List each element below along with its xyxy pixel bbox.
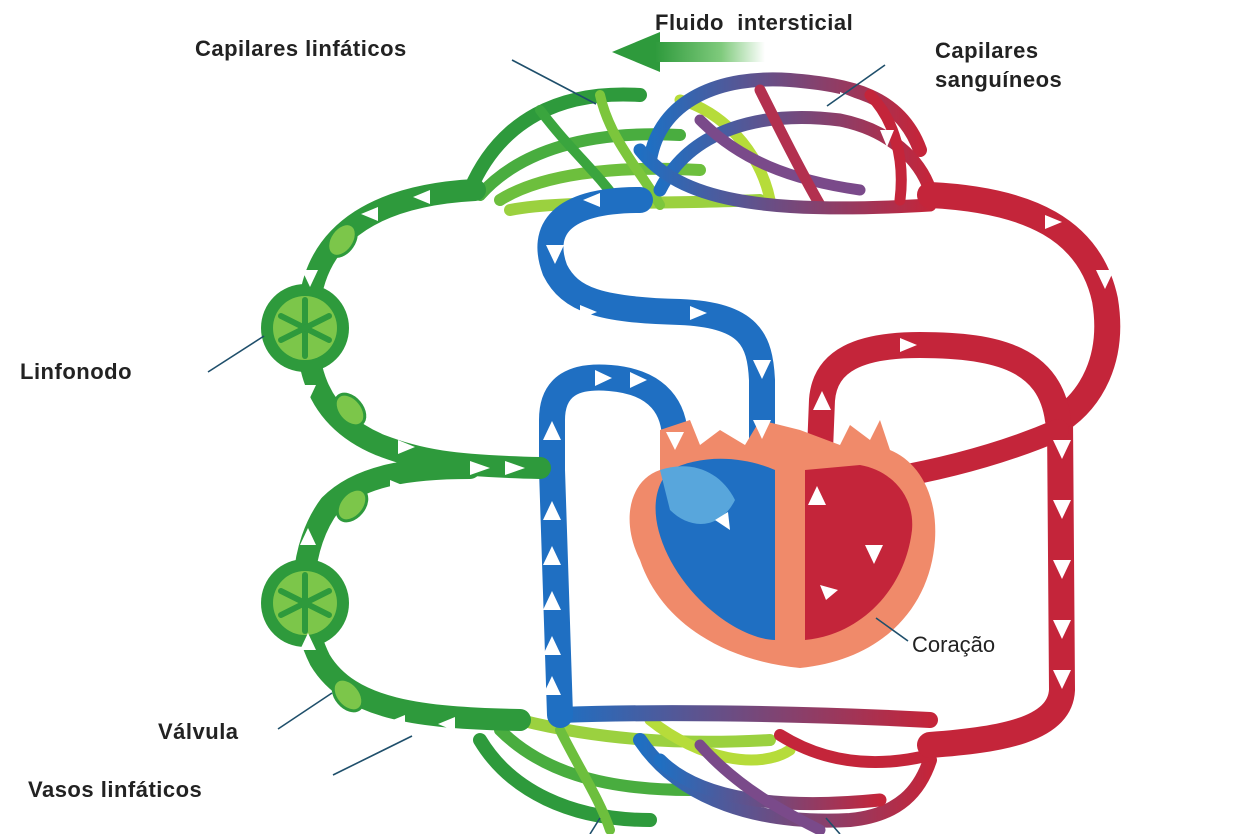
flow-arrow-icon [543,636,561,655]
flow-arrow-icon [300,633,316,650]
flow-arrow-icon [1045,215,1062,229]
label-capilares-sanguineos-line1: Capilares [935,38,1039,63]
flow-arrow-icon [398,440,415,454]
flow-arrow-icon [666,432,684,450]
label-coracao: Coração [912,632,995,657]
top-blood-capillaries [633,72,937,215]
valve-icon [331,677,365,713]
flow-arrow-icon [1053,560,1071,579]
bottom-capillary-bed [473,705,938,834]
flow-arrow-icon [543,501,561,520]
flow-arrow-icon [583,193,600,207]
flow-arrow-icon [840,92,857,106]
flow-arrows [300,92,1114,731]
flow-arrow-icon [1053,440,1071,459]
flow-arrow-icon [630,372,647,388]
flow-arrow-icon [543,421,561,440]
flow-arrow-icon [300,385,316,402]
leader-lines [207,59,909,834]
flow-arrow-icon [880,130,894,147]
lymphatic-vessels [292,179,551,731]
lymph-node-upper [261,284,349,372]
valve-icons [326,222,369,713]
label-capilares-sanguineos-line2: sanguíneos [935,67,1062,92]
flow-arrow-icon [900,338,917,352]
flow-arrow-icon [438,717,455,731]
label-linfonodo: Linfonodo [20,359,132,384]
flow-arrow-icon [865,545,883,564]
flow-arrow-icon [1053,670,1071,689]
flow-arrow-icon [715,512,730,530]
valve-icon [335,487,369,523]
flow-arrow-icon [300,528,316,545]
flow-arrow-icon [690,306,707,320]
flow-arrow-icon [390,480,407,494]
flow-arrow-icon [813,391,831,410]
heart-illustration [629,420,936,668]
flow-arrow-icon [820,585,838,600]
flow-arrow-icon [302,270,318,287]
valve-icon [333,392,367,428]
flow-arrow-icon [543,676,561,695]
flow-arrow-icon [1096,270,1114,289]
flow-arrow-icon [595,370,612,386]
flow-arrow-icon [580,305,597,319]
label-fluido-intersticial: Fluido intersticial [655,10,853,35]
flow-arrow-icon [505,461,525,475]
interstitial-fluid-arrow [612,32,765,72]
flow-arrow-icon [808,486,826,505]
valve-icon [326,222,358,258]
flow-arrow-icon [546,245,564,264]
lymph-node-lower [261,559,349,647]
flow-arrow-icon [753,420,771,439]
label-vasos-linfaticos: Vasos linfáticos [28,777,202,802]
flow-arrow-icon [1053,620,1071,639]
flow-arrow-icon [543,546,561,565]
flow-arrow-icon [543,591,561,610]
flow-arrow-icon [413,190,430,204]
flow-arrow-icon [361,207,378,221]
flow-arrow-icon [1053,500,1071,519]
label-valvula: Válvula [158,719,239,744]
flow-arrow-icon [388,715,405,729]
flow-arrow-icon [753,360,771,379]
top-capillary-bed [463,72,937,216]
label-capilares-linfaticos: Capilares linfáticos [195,36,407,61]
flow-arrow-icon [470,461,490,475]
